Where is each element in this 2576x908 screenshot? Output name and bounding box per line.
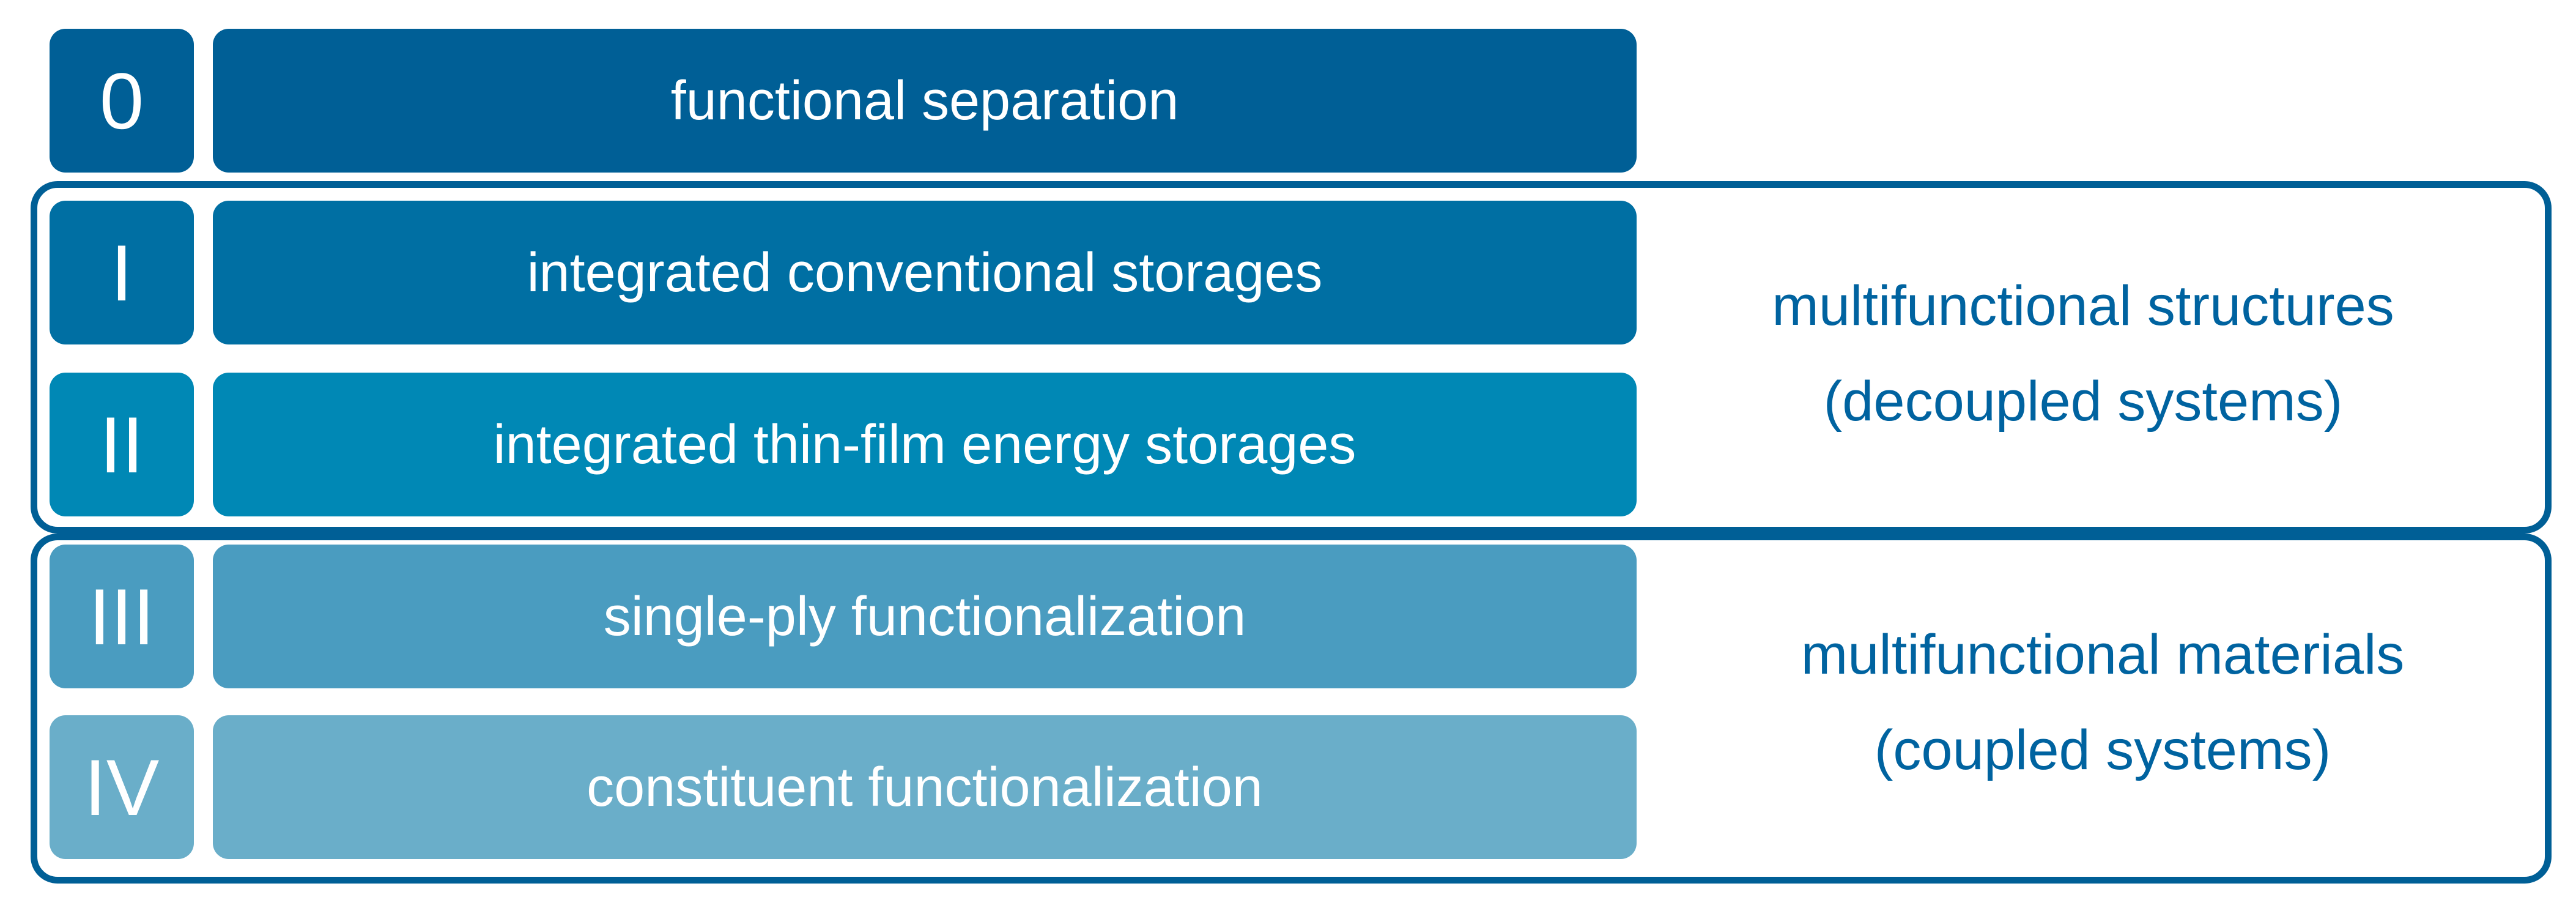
group-title: multifunctional materials bbox=[1801, 623, 2405, 686]
group-title: multifunctional structures bbox=[1772, 275, 2394, 337]
level-4-numeral: IV bbox=[50, 715, 194, 859]
level-2-description: integrated thin-film energy storages bbox=[213, 373, 1637, 516]
level-0-description: functional separation bbox=[213, 29, 1637, 173]
group-subtitle: (coupled systems) bbox=[1874, 719, 2331, 781]
level-2-numeral: II bbox=[50, 373, 194, 516]
level-1-numeral: I bbox=[50, 201, 194, 344]
group-label-structures: multifunctional structures (decoupled sy… bbox=[1686, 258, 2481, 449]
level-4-description: constituent functionalization bbox=[213, 715, 1637, 859]
level-3-description: single-ply functionalization bbox=[213, 545, 1637, 688]
group-subtitle: (decoupled systems) bbox=[1823, 370, 2343, 433]
level-0-numeral: 0 bbox=[50, 29, 194, 173]
group-label-materials: multifunctional materials (coupled syste… bbox=[1705, 607, 2500, 798]
level-3-numeral: III bbox=[50, 545, 194, 688]
level-1-description: integrated conventional storages bbox=[213, 201, 1637, 344]
